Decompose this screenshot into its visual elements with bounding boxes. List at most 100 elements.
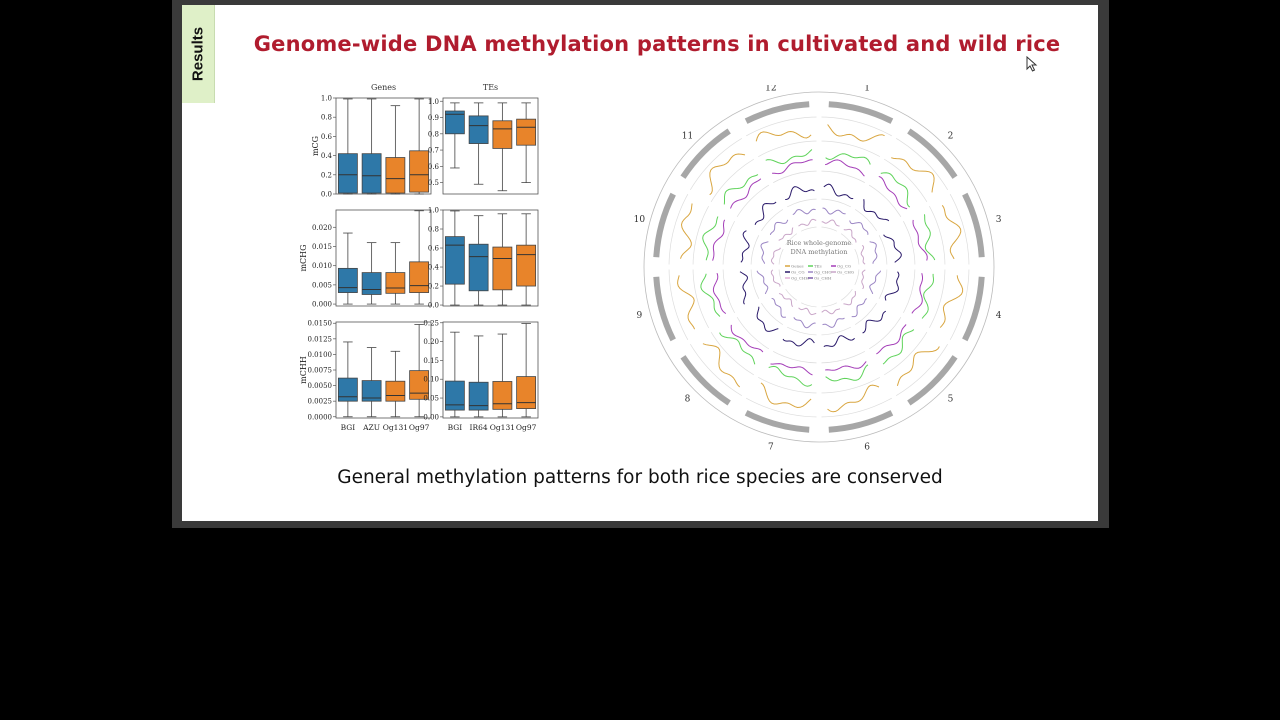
circos-center-subtitle: DNA methylation (791, 248, 848, 256)
category-label: Og97 (409, 423, 430, 432)
y-tick-label: 0.010 (312, 262, 332, 270)
chromosome-label: 6 (864, 443, 870, 453)
box-body (468, 115, 489, 144)
box-body (516, 118, 537, 146)
boxplot-figure: GenesmCG0.00.20.40.60.81.0mCHG0.0000.005… (300, 83, 539, 432)
box-body (385, 380, 406, 402)
panel-frame (335, 97, 432, 195)
methylation-track-line (793, 317, 816, 329)
methylation-track-line (782, 338, 815, 347)
chromosome-ideogram (962, 192, 985, 258)
slide: Results Genome-wide DNA methylation patt… (182, 5, 1098, 521)
y-tick-label: 0.005 (312, 281, 332, 289)
chromosome-label: 10 (634, 215, 646, 225)
methylation-track-line (882, 329, 915, 365)
box-body (337, 267, 358, 293)
chromosome-label: 9 (636, 311, 642, 321)
panel-frame (442, 209, 539, 307)
y-tick-label: 0.5 (428, 179, 439, 187)
chromosome-label: 1 (864, 85, 870, 93)
methylation-track-line (760, 241, 769, 264)
chromosome-ideogram (962, 276, 985, 342)
category-label: BGI (341, 423, 356, 432)
y-tick-label: 0.10 (423, 376, 439, 384)
legend-label: Og_CG (837, 264, 851, 269)
box-body (468, 243, 489, 292)
section-tab: Results (182, 5, 215, 103)
y-tick-label: 0.9 (428, 114, 439, 122)
methylation-track-line (778, 227, 794, 241)
category-label: AZU (362, 423, 380, 432)
methylation-track-line (822, 317, 845, 328)
methylation-track-line (878, 175, 908, 210)
box-body (492, 381, 513, 410)
category-label: Og131 (490, 423, 515, 432)
methylation-track-line (712, 272, 727, 314)
panel-frame (442, 97, 539, 195)
y-tick-label: 0.8 (428, 130, 439, 138)
methylation-track-line (798, 307, 817, 316)
methylation-track-line (827, 384, 880, 413)
legend-label: Os_CHG (837, 270, 854, 275)
methylation-track-line (941, 205, 962, 260)
methylation-track-line (823, 335, 855, 348)
box-body (492, 120, 513, 149)
methylation-track-line (849, 220, 869, 235)
y-tick-label: 0.8 (428, 226, 439, 234)
methylation-track-line (770, 269, 781, 287)
methylation-track-line (843, 228, 857, 243)
mouse-cursor-icon (1026, 56, 1038, 72)
chromosome-label: 5 (948, 395, 954, 405)
methylation-track-line (876, 324, 907, 355)
methylation-track-line (911, 273, 923, 314)
methylation-track-line (861, 269, 866, 290)
box-body (492, 246, 513, 291)
methylation-track-line (755, 130, 812, 142)
methylation-track-line (768, 365, 813, 387)
methylation-track-line (891, 157, 935, 193)
chromosome-gap (672, 180, 795, 255)
y-axis-label: mCHG (300, 244, 308, 271)
panel-frame (335, 321, 432, 419)
methylation-track-line (825, 153, 871, 165)
box-body (385, 272, 406, 294)
methylation-track-line (821, 308, 841, 315)
chromosome-ideogram (907, 355, 958, 406)
methylation-track-line (709, 153, 746, 196)
box-body (444, 380, 465, 411)
methylation-track-line (843, 291, 857, 306)
chromosome-label: 7 (768, 443, 774, 453)
methylation-track-line (825, 361, 867, 371)
y-tick-label: 1.0 (321, 95, 332, 103)
y-tick-label: 0.0025 (308, 398, 333, 406)
outer-guide-circle (643, 91, 995, 443)
methylation-track-line (702, 216, 719, 261)
y-tick-label: 0.0 (321, 191, 332, 199)
box-body (516, 244, 537, 287)
chromosome-label: 8 (685, 395, 691, 405)
methylation-track-line (719, 332, 756, 365)
methylation-track-line (739, 271, 749, 305)
y-tick-label: 0.015 (312, 243, 332, 251)
y-axis-label: mCHH (300, 356, 308, 384)
box-body (516, 376, 537, 409)
methylation-track-line (772, 159, 813, 175)
chromosome-label: 11 (682, 131, 693, 141)
chromosome-ideogram (680, 128, 731, 179)
y-tick-label: 0.20 (423, 338, 439, 346)
methylation-track-line (712, 219, 726, 261)
methylation-track-line (778, 292, 794, 308)
chromosome-ideogram (828, 101, 894, 124)
methylation-track-line (792, 208, 816, 216)
methylation-track-line (798, 218, 817, 227)
circos-center-title: Rice whole-genome (787, 239, 852, 247)
chromosome-gap (732, 291, 807, 414)
methylation-track-line (770, 247, 781, 265)
legend-label: Og_CHH (791, 276, 809, 281)
y-tick-label: 0.000 (312, 301, 332, 309)
methylation-track-line (823, 183, 854, 200)
panel-title-tes: TEs (483, 83, 498, 92)
methylation-track-line (680, 203, 693, 259)
methylation-track-line (825, 364, 869, 382)
methylation-track-line (771, 297, 786, 318)
